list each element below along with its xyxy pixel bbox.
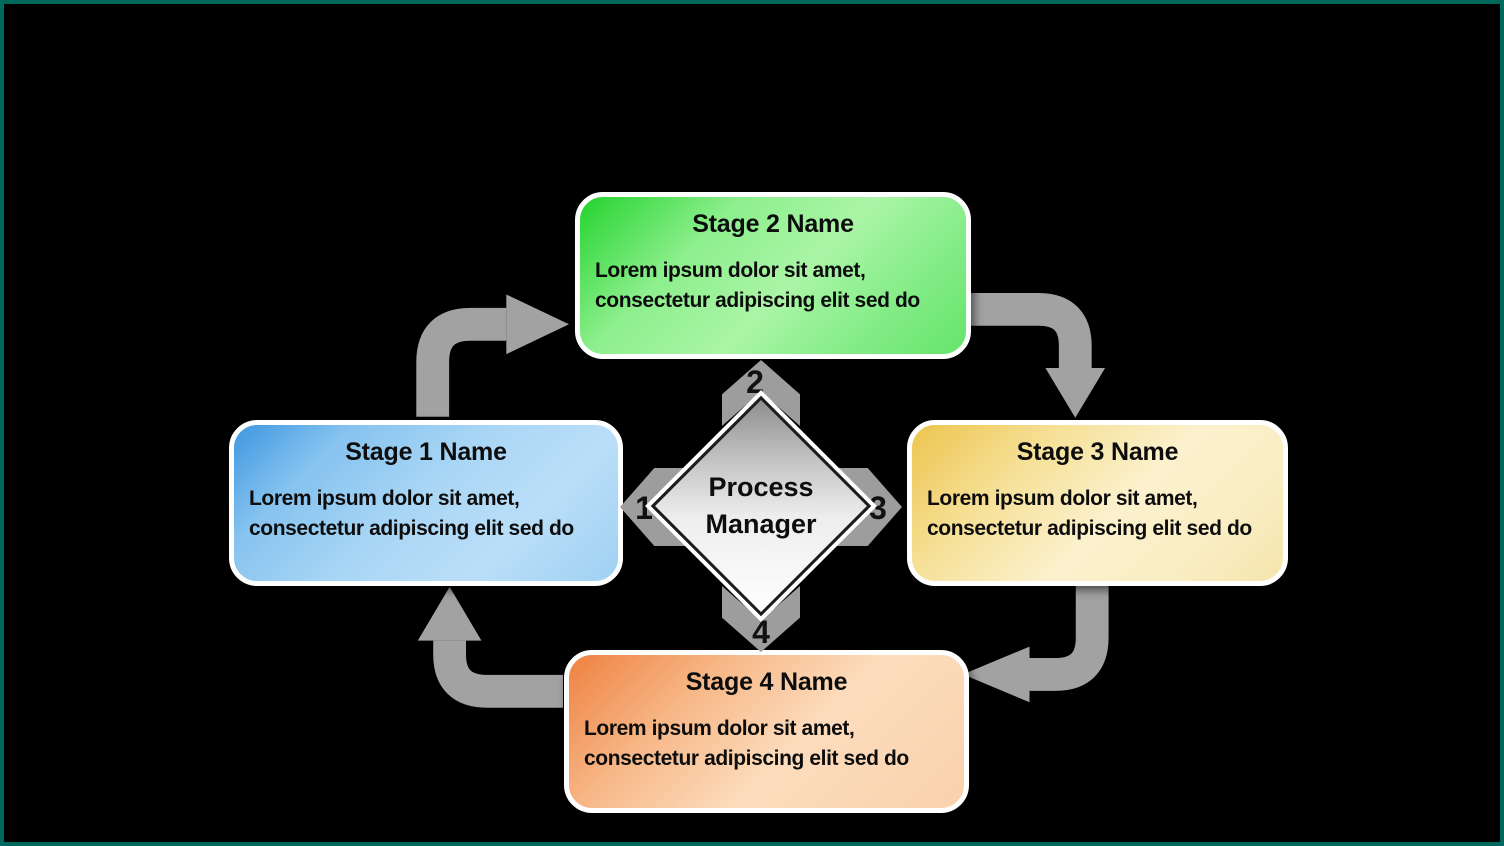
stage-4-title: Stage 4 Name — [685, 668, 848, 696]
step-number-1: 1 — [635, 490, 653, 526]
stage-2-box: Stage 2 Name Lorem ipsum dolor sit amet,… — [575, 192, 971, 359]
stage-3-box: Stage 3 Name Lorem ipsum dolor sit amet,… — [907, 420, 1288, 586]
stage-2-body-line2: consectetur adipiscing elit sed do — [595, 289, 920, 312]
stage-3-body: Lorem ipsum dolor sit amet, consectetur … — [912, 484, 1283, 544]
stage-1-box: Stage 1 Name Lorem ipsum dolor sit amet,… — [229, 420, 623, 586]
curved-arrow-stage3-to-stage4-icon — [962, 578, 1109, 703]
stage-1-title: Stage 1 Name — [345, 438, 507, 466]
stage-4-body: Lorem ipsum dolor sit amet, consectetur … — [569, 714, 964, 774]
stage-1-body-line1: Lorem ipsum dolor sit amet, — [249, 487, 520, 510]
curved-arrow-stage2-to-stage3-icon — [965, 292, 1106, 418]
process-manager-label-line1: Process — [708, 472, 814, 502]
step-number-3: 3 — [869, 490, 887, 526]
process-manager-label-line2: Manager — [705, 509, 817, 539]
process-manager-diamond: Process Manager — [645, 390, 877, 622]
stage-1-body-line2: consectetur adipiscing elit sed do — [249, 517, 574, 540]
curved-arrow-stage1-to-stage2-icon — [416, 294, 569, 417]
stage-3-title: Stage 3 Name — [1016, 438, 1179, 466]
stage-2-body: Lorem ipsum dolor sit amet, consectetur … — [580, 256, 966, 316]
stage-3-body-line2: consectetur adipiscing elit sed do — [927, 517, 1252, 540]
stage-2-body-line1: Lorem ipsum dolor sit amet, — [595, 259, 866, 282]
cycle-arrows-layer — [416, 292, 1109, 708]
curved-arrow-stage4-to-stage1-icon — [417, 586, 564, 708]
stage-2-title: Stage 2 Name — [692, 210, 854, 238]
stage-1-body: Lorem ipsum dolor sit amet, consectetur … — [234, 484, 618, 544]
process-manager-label: Process Manager — [666, 411, 856, 601]
stage-4-body-line1: Lorem ipsum dolor sit amet, — [584, 717, 855, 740]
stage-3-body-line1: Lorem ipsum dolor sit amet, — [927, 487, 1198, 510]
step-number-4: 4 — [752, 614, 770, 650]
step-number-2: 2 — [746, 364, 764, 400]
stage-4-body-line2: consectetur adipiscing elit sed do — [584, 747, 909, 770]
stage-4-box: Stage 4 Name Lorem ipsum dolor sit amet,… — [564, 650, 969, 813]
